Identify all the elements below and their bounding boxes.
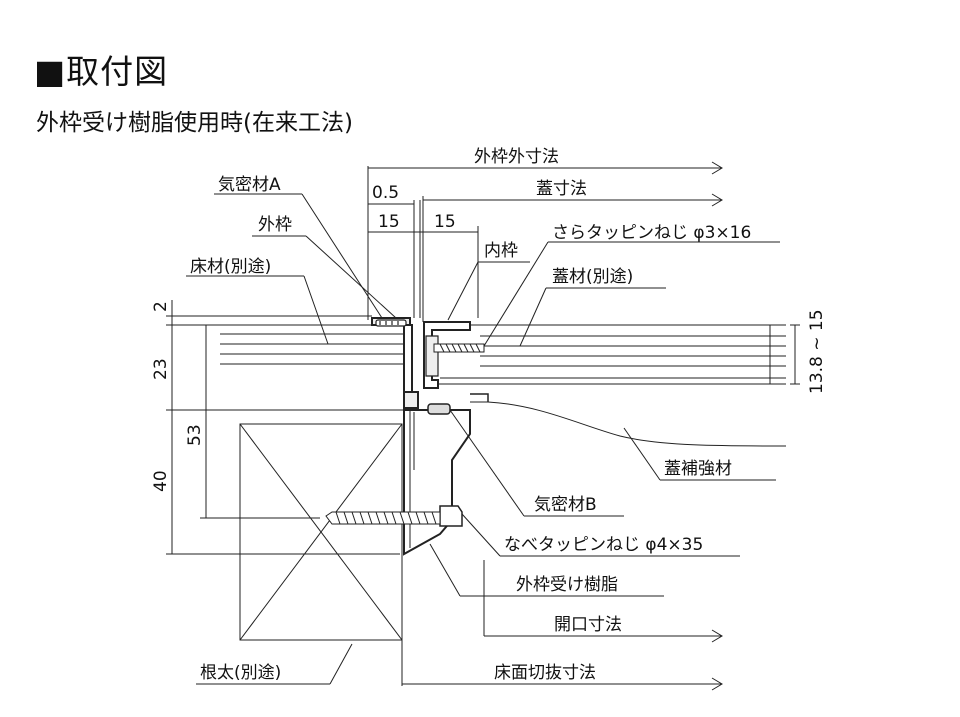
label-tapping-screw-pan: なべタッピンねじ φ4×35 [504, 535, 703, 555]
label-floor-material: 床材(別途) [190, 257, 271, 277]
dim-gap: 0.5 [372, 183, 399, 203]
label-floor-cutout-dim: 床面切抜寸法 [494, 663, 596, 683]
label-outer-frame: 外枠 [258, 215, 292, 235]
label-joist: 根太(別途) [200, 663, 281, 683]
page-title: ■取付図 [34, 52, 169, 91]
floor-material [206, 324, 404, 411]
label-tapping-screw-flat: さらタッピンねじ φ3×16 [552, 223, 751, 243]
dim-h-top: 2 [151, 301, 171, 312]
page-subtitle: 外枠受け樹脂使用時(在来工法) [36, 110, 353, 136]
dim-lid-thickness: 13.8 ~ 15 [807, 309, 827, 394]
label-inner-frame: 内枠 [484, 241, 518, 261]
dimension-lines-top [367, 161, 723, 322]
label-lid-material: 蓋材(別途) [552, 267, 633, 287]
lid-material [438, 324, 800, 385]
leader-lines [186, 193, 780, 685]
dim-w1: 15 [378, 212, 400, 232]
screw-pan [325, 511, 441, 525]
seal-a [375, 319, 407, 327]
label-opening-dim: 開口寸法 [554, 615, 622, 635]
lid-reinforcement [470, 401, 787, 447]
dim-h-floor: 23 [151, 358, 171, 380]
label-seal-a: 気密材A [218, 175, 281, 195]
dim-h-depth: 53 [185, 424, 205, 446]
dim-w2: 15 [434, 212, 456, 232]
label-frame-support-resin: 外枠受け樹脂 [516, 575, 618, 595]
label-lid-reinforcement: 蓋補強材 [664, 459, 732, 479]
label-seal-b: 気密材B [534, 495, 597, 515]
label-lid-dim: 蓋寸法 [536, 179, 587, 199]
screw-flat [433, 343, 485, 353]
label-outer-frame-outer-dim: 外枠外寸法 [474, 147, 559, 167]
dim-h-joist: 40 [151, 470, 171, 492]
dimension-lines-bottom [401, 560, 723, 691]
joist [239, 423, 403, 641]
